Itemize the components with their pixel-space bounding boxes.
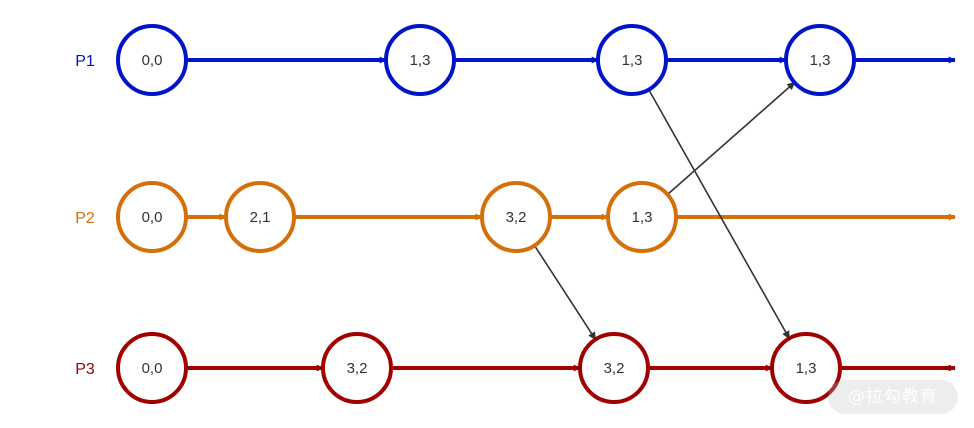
event-node-circle bbox=[480, 181, 552, 253]
event-node-p3-2: 3,2 bbox=[578, 332, 650, 404]
event-node-circle bbox=[578, 332, 650, 404]
event-node-circle bbox=[116, 332, 188, 404]
message-arrow-1 bbox=[666, 81, 796, 196]
event-node-p3-0: 0,0 bbox=[116, 332, 188, 404]
message-arrows bbox=[533, 81, 796, 341]
event-node-p2-2: 3,2 bbox=[480, 181, 552, 253]
event-node-label: 3,2 bbox=[604, 360, 625, 377]
process-label-p1: P1 bbox=[75, 53, 95, 70]
event-node-circle bbox=[784, 24, 856, 96]
event-node-circle bbox=[116, 181, 188, 253]
event-node-label: 1,3 bbox=[622, 52, 643, 69]
event-node-circle bbox=[116, 24, 188, 96]
event-node-circle bbox=[606, 181, 678, 253]
event-node-p3-1: 3,2 bbox=[321, 332, 393, 404]
event-node-label: 3,2 bbox=[506, 209, 527, 226]
event-node-p1-3: 1,3 bbox=[784, 24, 856, 96]
process-label-p2: P2 bbox=[75, 210, 95, 227]
event-node-p1-2: 1,3 bbox=[596, 24, 668, 96]
event-node-circle bbox=[384, 24, 456, 96]
event-node-p2-3: 1,3 bbox=[606, 181, 678, 253]
process-labels: P1 P2 P3 bbox=[75, 53, 95, 378]
event-node-label: 0,0 bbox=[142, 360, 163, 377]
event-node-label: 1,3 bbox=[632, 209, 653, 226]
process-label-p3: P3 bbox=[75, 361, 95, 378]
event-node-p1-0: 0,0 bbox=[116, 24, 188, 96]
event-node-circle bbox=[596, 24, 668, 96]
event-node-label: 1,3 bbox=[410, 52, 431, 69]
event-node-circle bbox=[770, 332, 842, 404]
event-node-p2-1: 2,1 bbox=[224, 181, 296, 253]
event-node-circle bbox=[321, 332, 393, 404]
event-node-label: 0,0 bbox=[142, 52, 163, 69]
event-node-p3-3: 1,3 bbox=[770, 332, 842, 404]
event-node-p2-0: 0,0 bbox=[116, 181, 188, 253]
message-arrow-2 bbox=[533, 245, 597, 341]
event-node-p1-1: 1,3 bbox=[384, 24, 456, 96]
event-node-circle bbox=[224, 181, 296, 253]
timelines bbox=[186, 56, 956, 372]
message-arrow-0 bbox=[648, 89, 790, 340]
event-node-label: 2,1 bbox=[250, 209, 271, 226]
event-nodes: 0,0 1,3 1,3 1,3 0,0 2,1 3,2 1,3 0,0 3,2 3,2 1,3 bbox=[116, 24, 856, 404]
watermark: @拉勾教育 bbox=[828, 380, 958, 414]
event-node-label: 1,3 bbox=[810, 52, 831, 69]
event-node-label: 0,0 bbox=[142, 209, 163, 226]
event-node-label: 1,3 bbox=[796, 360, 817, 377]
event-node-label: 3,2 bbox=[347, 360, 368, 377]
